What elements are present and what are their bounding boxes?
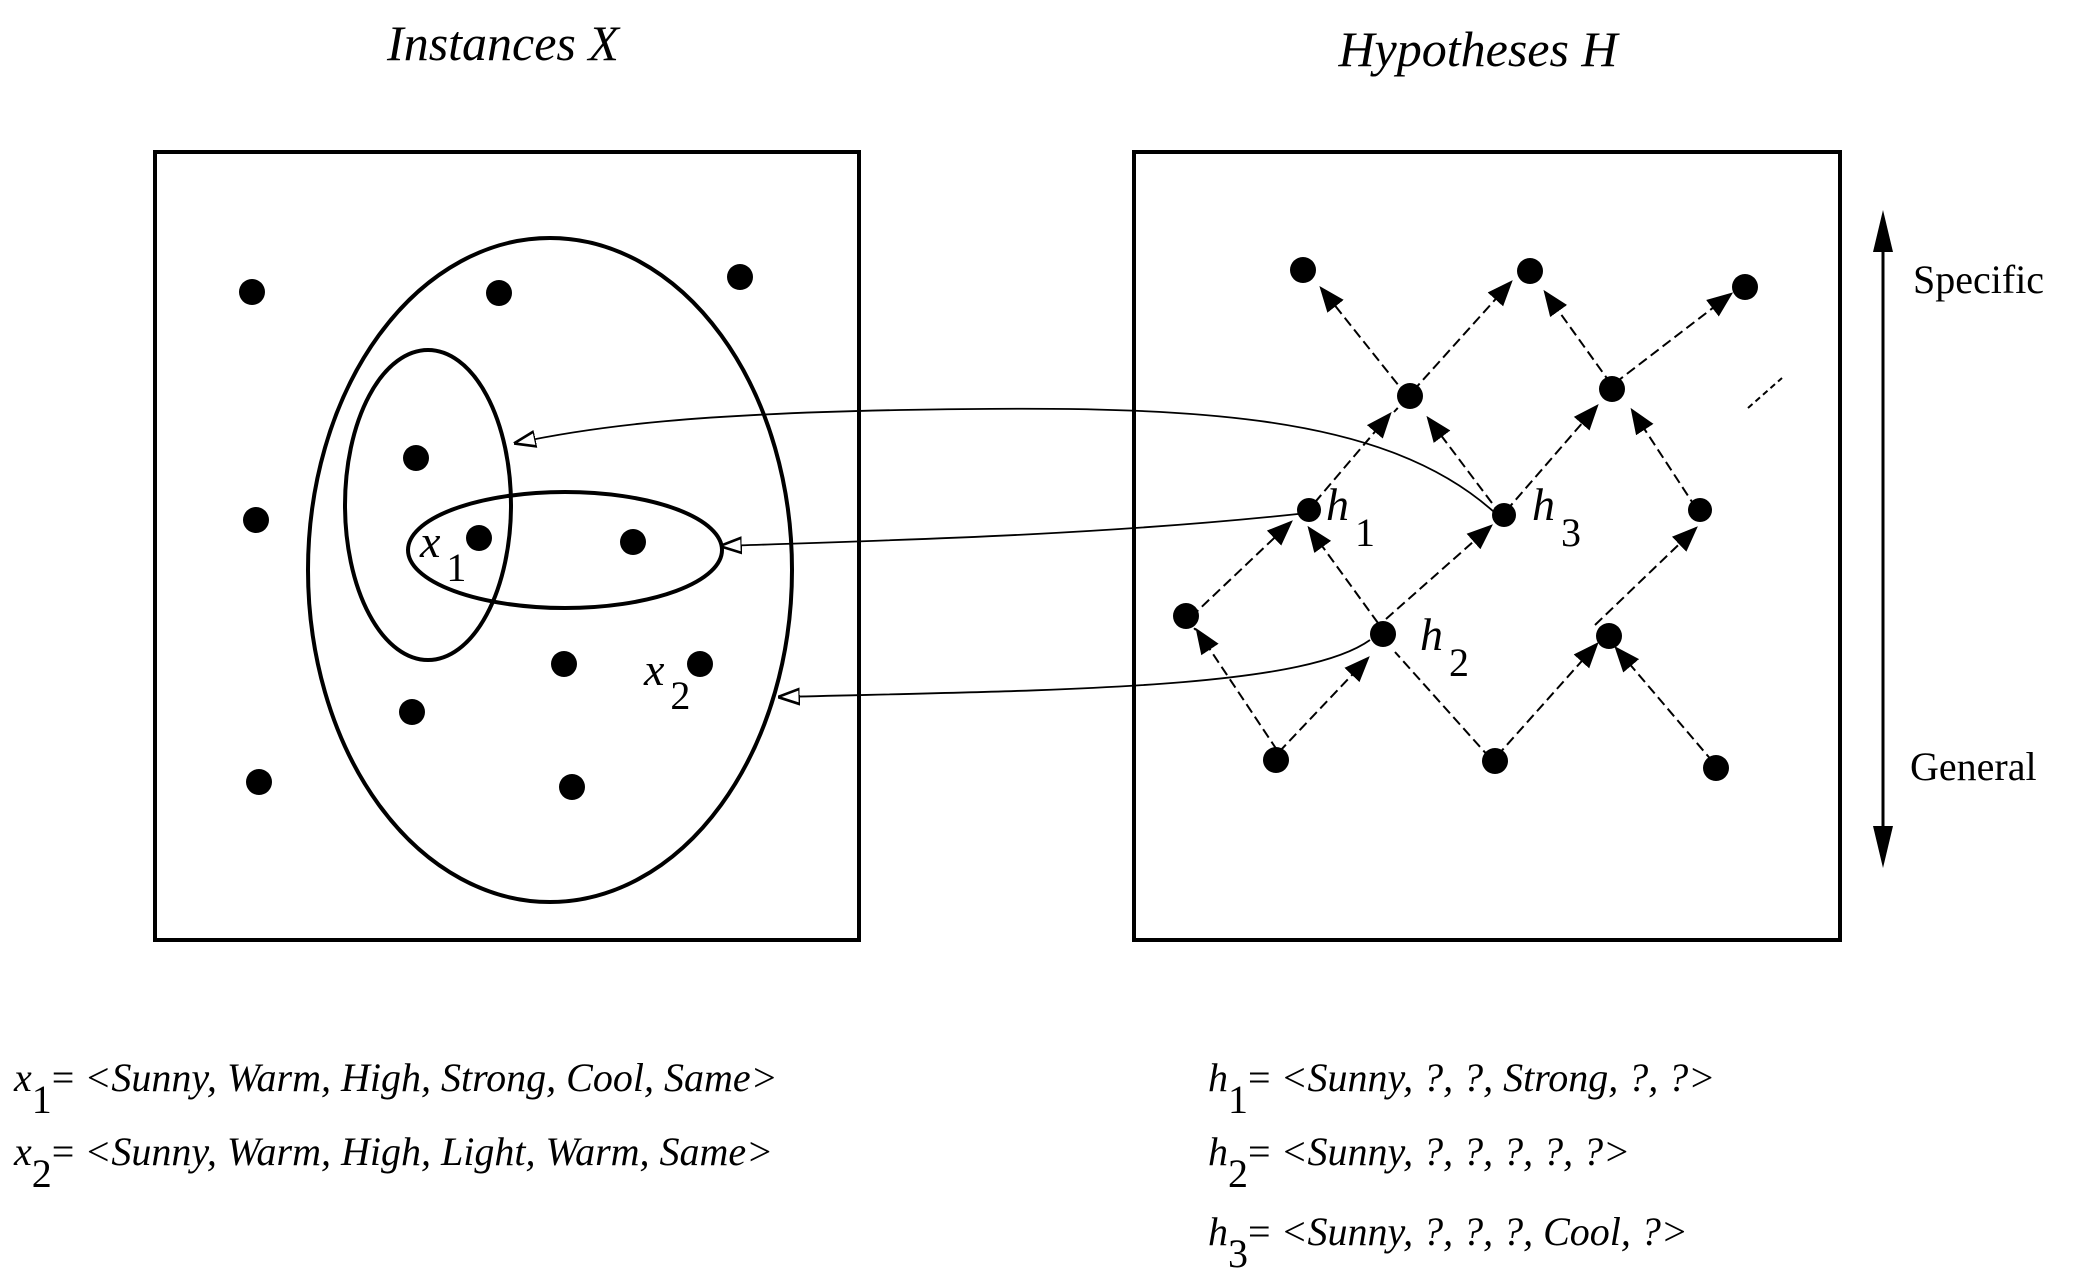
instance-point-x1: [466, 525, 492, 551]
instance-point: [243, 507, 269, 533]
hypotheses-title: Hypotheses H: [1337, 21, 1620, 77]
x2-definition: x2= <Sunny, Warm, High, Light, Warm, Sam…: [14, 1129, 774, 1196]
instance-point: [246, 769, 272, 795]
hypothesis-node: [1173, 603, 1199, 629]
instance-point: [239, 279, 265, 305]
specificity-axis-arrow-up: [1873, 210, 1893, 252]
hypothesis-node: [1263, 747, 1289, 773]
hypotheses-panel: h 1 h 3 h 2: [1132, 150, 1842, 942]
hypothesis-node: [1703, 755, 1729, 781]
hypothesis-node: [1599, 376, 1625, 402]
instance-point: [559, 774, 585, 800]
hypothesis-node: [1732, 274, 1758, 300]
specific-label: Specific: [1913, 257, 2044, 302]
h3-label: h 3: [1532, 479, 1581, 555]
hypothesis-node: [1517, 258, 1543, 284]
hypothesis-node-h3: [1492, 503, 1516, 527]
hypothesis-node-h2: [1370, 621, 1396, 647]
h3-definition: h3= <Sunny, ?, ?, ?, Cool, ?>: [1208, 1209, 1688, 1276]
specificity-axis: Specific General: [1873, 210, 2044, 868]
instance-point: [403, 445, 429, 471]
hypothesis-node: [1482, 748, 1508, 774]
h2-mapping-arrow: [780, 639, 1371, 697]
h2-label: h 2: [1420, 609, 1469, 685]
instance-point: [620, 529, 646, 555]
instances-box: [153, 150, 861, 942]
left-ellipse: [343, 348, 513, 662]
stray-mark: [1747, 377, 1783, 409]
instance-point: [486, 280, 512, 306]
hypothesis-node-h1: [1297, 498, 1321, 522]
outer-ellipse: [306, 236, 794, 904]
instance-point: [551, 651, 577, 677]
h3-mapping-arrow: [516, 407, 1495, 513]
instances-panel: x 1 x 2: [153, 150, 861, 942]
h1-mapping-arrow: [722, 513, 1299, 546]
hypothesis-node: [1688, 498, 1712, 522]
lattice-edges: [1182, 280, 1734, 763]
h1-label: h 1: [1326, 479, 1375, 555]
hypotheses-box: [1132, 150, 1842, 942]
hypothesis-node: [1596, 623, 1622, 649]
x1-definition: x1= <Sunny, Warm, High, Strong, Cool, Sa…: [14, 1055, 778, 1122]
instance-point: [727, 264, 753, 290]
instance-point-x2: [687, 651, 713, 677]
specificity-axis-arrow-down: [1873, 826, 1893, 868]
h1-definition: h1= <Sunny, ?, ?, Strong, ?, ?>: [1208, 1055, 1716, 1122]
instances-title: Instances X: [386, 15, 621, 71]
hypothesis-node: [1397, 383, 1423, 409]
h2-definition: h2= <Sunny, ?, ?, ?, ?, ?>: [1208, 1129, 1631, 1196]
x2-label: x 2: [643, 644, 690, 718]
x1-label: x 1: [419, 516, 466, 590]
mapping-arrows: [516, 407, 1495, 697]
instance-point: [399, 699, 425, 725]
hypothesis-node: [1290, 257, 1316, 283]
general-label: General: [1910, 744, 2037, 789]
